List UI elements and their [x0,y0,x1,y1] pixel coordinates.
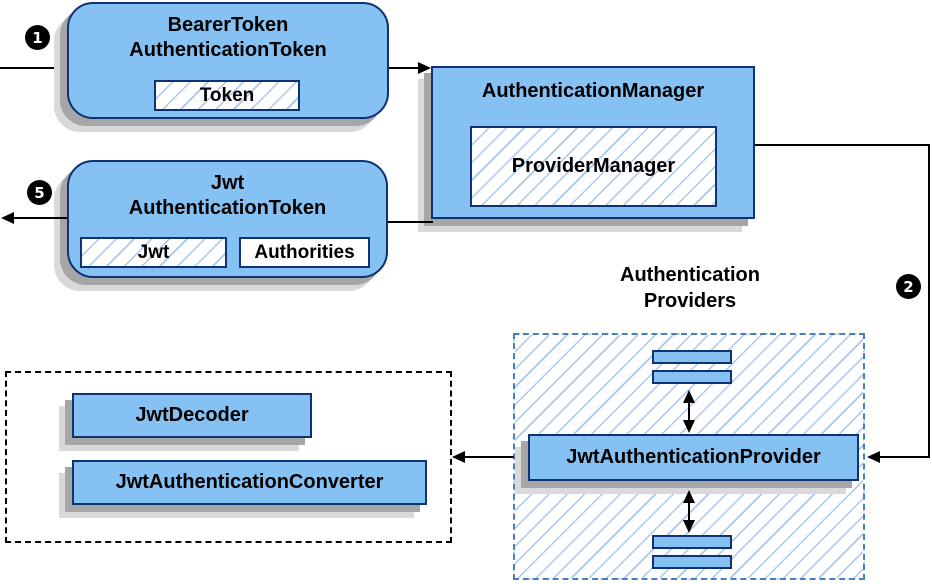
authorities-field: Authorities [239,237,370,268]
authentication-manager-box: AuthenticationManager ProviderManager [431,66,755,219]
down-arrowhead-icon [683,420,695,433]
step-2-badge: 2 [896,274,921,299]
jwt-decoder-label: JwtDecoder [135,404,249,426]
jwt-token-title: Jwt AuthenticationToken [69,171,386,221]
providers-caption-line1: Authentication [620,264,760,286]
jwt-authentication-provider-label: JwtAuthenticationProvider [566,446,821,468]
outgoing-result-line [13,217,67,219]
provider-connector-line [688,501,690,523]
jwt-field: Jwt [80,237,227,268]
authorities-field-label: Authorities [254,241,355,263]
step-1-badge: 1 [25,25,50,50]
token-field: Token [154,80,300,111]
step-5-badge: 5 [27,180,52,205]
step2-arrowhead-icon [867,451,880,463]
manager-to-jwt-token-line [388,221,433,223]
bearer-token-title-line2: AuthenticationToken [129,39,327,61]
authentication-providers-caption: Authentication Providers [590,262,790,314]
jwt-authentication-converter-box: JwtAuthenticationConverter [72,460,427,505]
down-arrowhead-icon [683,520,695,533]
jwt-field-label: Jwt [137,241,170,263]
provider-manager-box: ProviderManager [470,126,717,207]
bearer-token-authentication-token-box: BearerToken AuthenticationToken Token [67,2,389,119]
up-arrowhead-icon [683,390,695,403]
bearer-token-title-line1: BearerToken [167,14,289,36]
bearer-to-manager-arrowhead-icon [418,62,431,74]
jwt-token-title-line2: AuthenticationToken [128,197,327,219]
provider-list-item-bar [652,350,732,364]
step2-line-horizontal-top [755,144,930,146]
jwt-authentication-converter-label: JwtAuthenticationConverter [115,471,384,493]
up-arrowhead-icon [683,490,695,503]
step2-line-vertical [928,144,930,458]
bearer-token-title: BearerToken AuthenticationToken [69,13,387,63]
jwt-authentication-token-box: Jwt AuthenticationToken Jwt Authorities [67,160,388,278]
provider-list-item-bar [652,535,732,549]
bearer-to-manager-line [389,67,418,69]
provider-to-decoder-line [464,456,514,458]
jwt-token-title-line1: Jwt [210,172,245,194]
jwt-decoder-box: JwtDecoder [72,393,312,438]
step2-line-horizontal-bottom [880,456,929,458]
provider-to-decoder-arrowhead-icon [452,451,465,463]
provider-manager-label: ProviderManager [511,155,676,177]
authentication-manager-title: AuthenticationManager [481,80,705,102]
incoming-request-line [0,67,67,69]
token-field-label: Token [199,84,255,106]
authentication-providers-group-box: JwtAuthenticationProvider [513,333,865,580]
provider-list-item-bar [652,370,732,384]
providers-caption-line2: Providers [643,290,737,312]
jwt-authentication-provider-box: JwtAuthenticationProvider [528,434,859,481]
provider-list-item-bar [652,555,732,569]
provider-connector-line [688,401,690,423]
outgoing-result-arrowhead-icon [1,212,14,224]
decoder-converter-group-box: JwtDecoder JwtAuthenticationConverter [5,371,452,543]
